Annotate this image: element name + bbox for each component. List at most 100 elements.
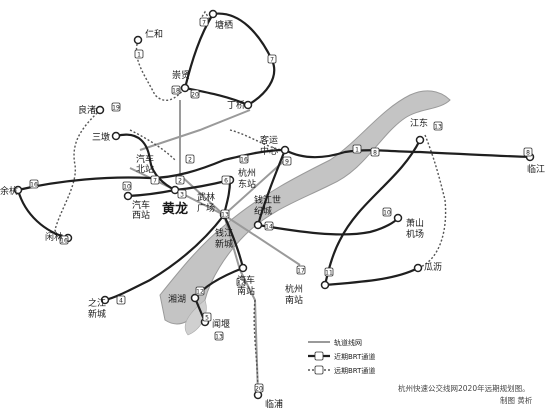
label-jiangdong: 江东 bbox=[410, 117, 428, 129]
label-qiche-xizhan-2: 西站 bbox=[132, 209, 150, 221]
route-badge: 2 bbox=[185, 154, 195, 164]
route-badge: 8 bbox=[523, 147, 533, 157]
svg-text:7: 7 bbox=[153, 177, 157, 184]
route-badge: 13 bbox=[214, 331, 224, 341]
svg-text:12: 12 bbox=[237, 279, 245, 286]
station-keyun bbox=[280, 145, 290, 155]
svg-text:3: 3 bbox=[180, 191, 184, 198]
svg-text:7: 7 bbox=[202, 19, 206, 26]
label-liangzhu: 良渚 bbox=[78, 104, 96, 116]
station-guali bbox=[413, 263, 423, 273]
label-zhijiang-1: 之江 bbox=[88, 297, 106, 309]
route-badge: 14 bbox=[264, 221, 274, 231]
legend: 轨道线网 近期BRT通道 远期BRT通道 bbox=[308, 338, 375, 375]
label-qiche-xizhan-1: 汽车 bbox=[132, 199, 150, 211]
station-shijicheng bbox=[253, 220, 263, 230]
label-qianjiang-xincheng-1: 钱江 bbox=[215, 227, 233, 239]
svg-text:2: 2 bbox=[178, 177, 182, 184]
svg-text:16: 16 bbox=[60, 237, 68, 244]
label-shijicheng-1: 钱江世 bbox=[254, 194, 281, 206]
caption-line1: 杭州快速公交线网2020年远期规划图。 bbox=[398, 383, 530, 393]
brt-near-term bbox=[16, 12, 532, 324]
station-labels: 仁和 塘栖 崇贤 良渚 丁桥 三墩 汽车 北站 客运 中心 江东 临江 余杭 汽… bbox=[0, 19, 545, 410]
svg-text:5: 5 bbox=[205, 314, 209, 321]
route-badge: 9 bbox=[282, 156, 292, 166]
svg-text:12: 12 bbox=[196, 288, 204, 295]
svg-text:10: 10 bbox=[383, 209, 391, 216]
label-xiaoshan-airport-2: 机场 bbox=[406, 228, 424, 240]
station-qiche-xizhan bbox=[123, 191, 133, 201]
label-chongxian: 崇贤 bbox=[172, 70, 190, 81]
route-badge: 18 bbox=[171, 85, 181, 95]
route-badge: 20 bbox=[190, 89, 200, 99]
station-zhijiang bbox=[100, 295, 110, 305]
route-badge: 7 bbox=[267, 54, 277, 64]
route-badge: 16 bbox=[29, 179, 39, 189]
svg-text:14: 14 bbox=[265, 223, 273, 230]
station-liangzhu bbox=[95, 105, 105, 115]
label-zhijiang-2: 新城 bbox=[88, 308, 106, 320]
label-hangzhou-dongzhan-1: 杭州 bbox=[238, 167, 256, 179]
stations bbox=[13, 9, 535, 400]
caption: 杭州快速公交线网2020年远期规划图。 制图 黄析 bbox=[398, 383, 533, 405]
label-renhe: 仁和 bbox=[145, 28, 163, 40]
label-dingqiao: 丁桥 bbox=[227, 99, 245, 111]
legend-rail: 轨道线网 bbox=[334, 338, 362, 347]
station-tangqi bbox=[208, 9, 218, 19]
svg-text:20: 20 bbox=[191, 91, 199, 98]
route-badge: 11 bbox=[324, 267, 334, 277]
svg-text:18: 18 bbox=[172, 87, 180, 94]
label-linjiang: 临江 bbox=[527, 163, 545, 175]
station-renhe bbox=[133, 35, 143, 45]
station-chongxian bbox=[180, 83, 190, 93]
svg-text:4: 4 bbox=[119, 297, 123, 304]
svg-text:17: 17 bbox=[297, 267, 305, 274]
label-linpu: 临浦 bbox=[265, 398, 283, 410]
label-keyun-2: 中心 bbox=[260, 145, 278, 157]
label-hangzhou-dongzhan-2: 东站 bbox=[238, 178, 256, 190]
route-badge: 10 bbox=[382, 207, 392, 217]
svg-text:13: 13 bbox=[434, 123, 442, 130]
brt-far-term bbox=[54, 10, 447, 396]
label-xianlin: 闲林 bbox=[45, 231, 63, 243]
station-yuhang bbox=[13, 185, 23, 195]
svg-text:7: 7 bbox=[270, 56, 274, 63]
svg-text:8: 8 bbox=[526, 149, 530, 156]
station-xianghu bbox=[190, 293, 200, 303]
label-yuhang: 余杭 bbox=[0, 185, 18, 197]
route-badge: 17 bbox=[296, 265, 306, 275]
route-badge: 2 bbox=[175, 175, 185, 185]
label-hangzhou-nanzhan-1: 杭州 bbox=[285, 283, 303, 295]
route-badge: 12 bbox=[236, 277, 246, 287]
label-qiche-beizhan-1: 汽车 bbox=[136, 153, 154, 165]
svg-text:13: 13 bbox=[215, 333, 223, 340]
svg-text:10: 10 bbox=[123, 183, 131, 190]
legend-brt-near: 近期BRT通道 bbox=[334, 352, 375, 361]
station-jiangdong bbox=[415, 135, 425, 145]
svg-text:9: 9 bbox=[285, 158, 289, 165]
label-sandun: 三墩 bbox=[92, 131, 110, 143]
svg-text:11: 11 bbox=[325, 269, 333, 276]
route-badge: 13 bbox=[220, 209, 230, 219]
svg-text:1: 1 bbox=[355, 146, 359, 153]
station-qiche-nanzhan bbox=[238, 263, 248, 273]
svg-text:16: 16 bbox=[240, 156, 248, 163]
route-badge: 16 bbox=[239, 154, 249, 164]
svg-text:1: 1 bbox=[137, 51, 141, 58]
route-badge: 12 bbox=[195, 286, 205, 296]
route-badge: 3 bbox=[177, 189, 187, 199]
label-hangzhou-nanzhan-2: 南站 bbox=[285, 294, 303, 306]
route-badges: 7 7 18 20 19 1 2 16 9 1 8 13 8 16 10 7 2… bbox=[29, 17, 533, 393]
route-badge: 16 bbox=[59, 235, 69, 245]
route-badge: 7 bbox=[150, 175, 160, 185]
route-badge: 1 bbox=[134, 49, 144, 59]
station-sandun bbox=[111, 131, 121, 141]
svg-text:20: 20 bbox=[255, 385, 263, 392]
svg-text:16: 16 bbox=[30, 181, 38, 188]
svg-text:6: 6 bbox=[224, 177, 228, 184]
label-qiche-nanzhan-1: 汽车 bbox=[237, 274, 255, 286]
label-wulin-2: 广场 bbox=[197, 202, 215, 214]
label-keyun-1: 客运 bbox=[260, 134, 278, 146]
svg-text:19: 19 bbox=[112, 104, 120, 111]
